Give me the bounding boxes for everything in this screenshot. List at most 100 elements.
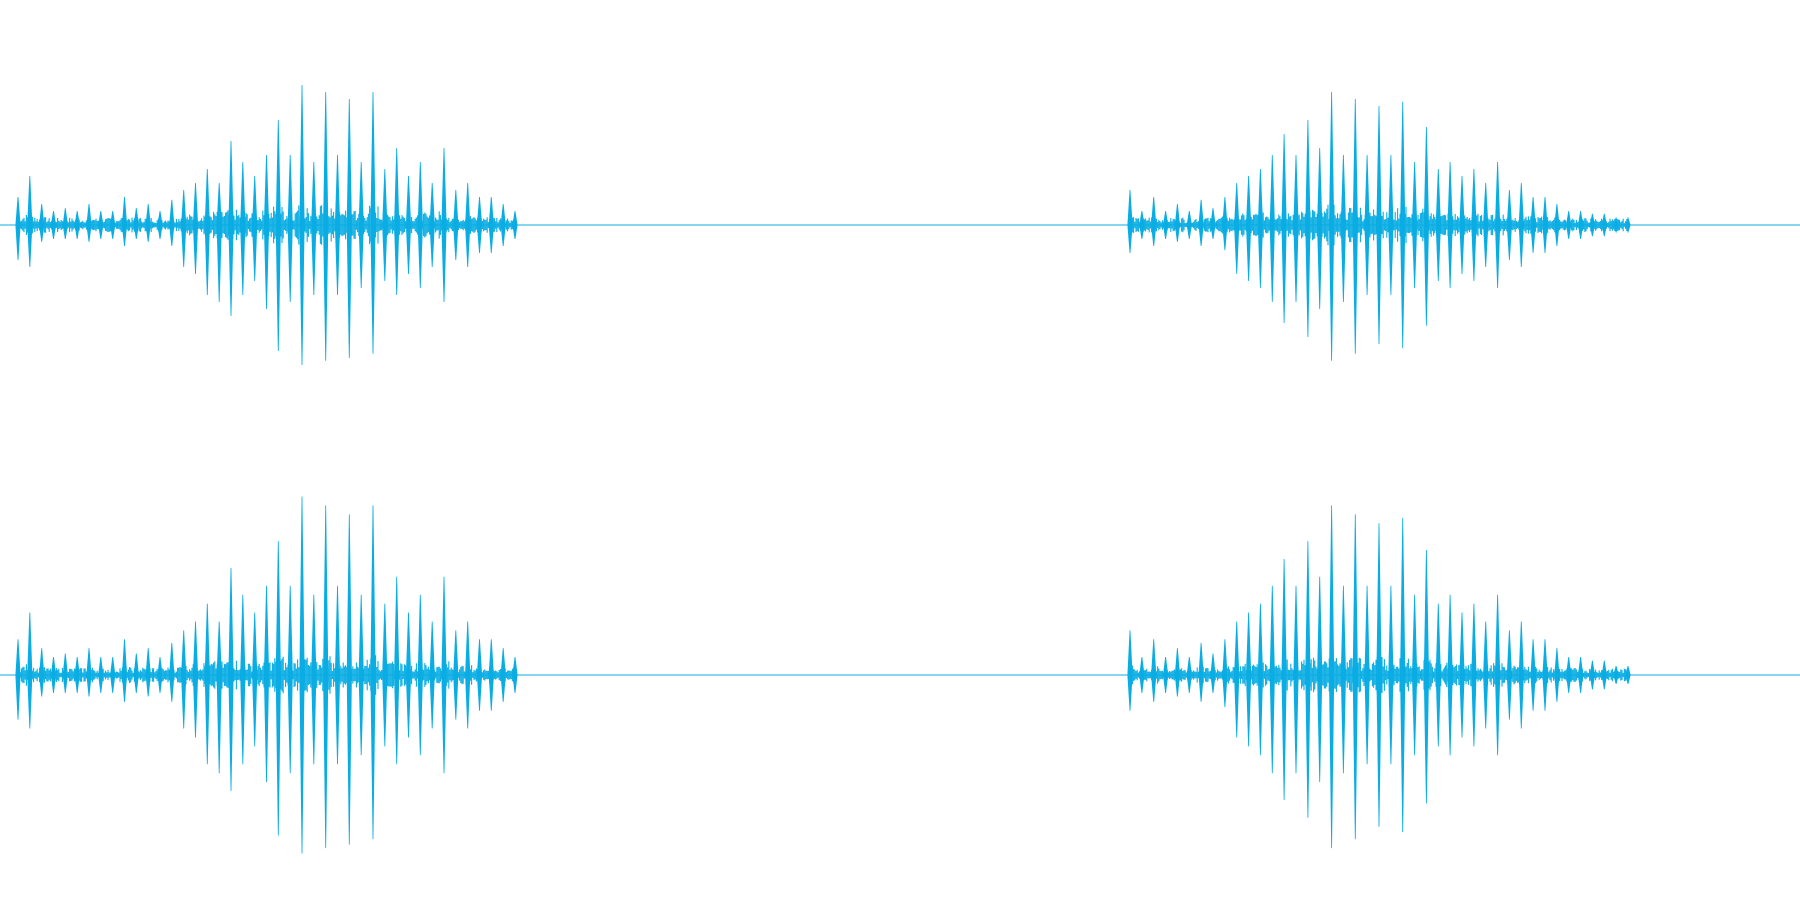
waveform-peak	[287, 585, 293, 774]
waveform-peak	[1388, 585, 1394, 765]
waveform-peak	[1222, 196, 1228, 251]
waveform-peak	[405, 612, 412, 738]
waveform-peak	[145, 203, 151, 242]
waveform-peak	[1127, 189, 1133, 254]
waveform-peak	[358, 594, 364, 756]
waveform-peak	[192, 621, 199, 738]
waveform-peak	[62, 653, 68, 693]
waveform-peak	[476, 196, 483, 254]
waveform-peak	[1198, 199, 1204, 247]
waveform-peak	[133, 208, 139, 240]
waveform-peak	[441, 576, 447, 774]
waveform-peak	[1234, 621, 1240, 738]
waveform-peak	[1625, 666, 1631, 684]
waveform-peak	[512, 657, 518, 693]
waveform-peak	[110, 210, 116, 240]
waveform-peak	[1494, 161, 1501, 289]
waveform-peak	[1352, 98, 1358, 354]
waveform-peak	[1340, 154, 1347, 303]
waveform-peak	[1447, 161, 1453, 289]
waveform-peak	[121, 196, 128, 247]
waveform-peak	[145, 648, 151, 697]
waveform-peak	[512, 210, 518, 240]
waveform-peak	[169, 642, 175, 702]
waveform-peak	[1257, 603, 1264, 756]
waveform-peak	[98, 210, 104, 240]
waveform-peak	[1127, 630, 1133, 711]
waveform-peak	[86, 203, 92, 242]
waveform-peak	[50, 210, 57, 240]
waveform-peak	[1269, 585, 1275, 774]
waveform-peak	[216, 621, 222, 774]
waveform-peak	[1364, 585, 1370, 765]
waveform-peak	[382, 168, 388, 282]
waveform-peak	[1483, 182, 1489, 268]
waveform-peak	[121, 639, 128, 702]
second-burst	[1127, 505, 1631, 849]
waveform-peak	[27, 175, 33, 268]
waveform-peak	[1447, 594, 1453, 756]
waveform-peak	[1423, 126, 1430, 326]
waveform-peak	[1281, 133, 1287, 324]
waveform-peak	[405, 175, 412, 275]
waveform-peak	[1376, 105, 1382, 345]
waveform-peak	[15, 639, 21, 720]
waveform-peak	[62, 208, 68, 240]
waveform-peak	[334, 585, 341, 765]
waveform-peak	[1518, 182, 1524, 268]
waveform-peak	[216, 182, 222, 303]
waveform-peak	[370, 505, 376, 840]
waveform-peak	[1542, 639, 1548, 711]
waveform-peak	[1186, 657, 1192, 693]
waveform-peak	[394, 147, 400, 296]
waveform-peak	[1483, 621, 1489, 729]
first-burst	[15, 496, 518, 854]
waveform-peak	[1376, 523, 1382, 827]
waveform-peak	[1589, 213, 1596, 237]
waveform-peak	[169, 199, 175, 247]
waveform-peak	[1506, 630, 1513, 720]
waveform-peak	[1210, 208, 1216, 240]
waveform-peak	[192, 182, 199, 275]
waveform-peak	[1530, 639, 1536, 711]
waveform-peak	[465, 182, 471, 268]
waveform-peak	[228, 567, 234, 792]
waveform-peak	[204, 168, 210, 296]
waveform-peak	[488, 196, 494, 254]
waveform-peak	[39, 648, 45, 697]
waveform-peak	[1340, 585, 1347, 774]
waveform-peak	[275, 541, 281, 836]
waveform-peak	[1305, 541, 1311, 818]
waveform-peak	[417, 161, 423, 289]
waveform-peak	[1174, 648, 1181, 697]
waveform-peak	[1257, 168, 1264, 289]
waveform-peak	[1542, 196, 1548, 254]
waveform-peak	[1151, 639, 1157, 702]
waveform-peak	[1400, 101, 1406, 349]
waveform-peak	[1293, 585, 1299, 774]
waveform-peak	[98, 657, 104, 693]
waveform-peak	[263, 585, 270, 783]
waveform-peak	[346, 514, 352, 845]
waveform-peak	[1423, 549, 1430, 804]
waveform-peak	[133, 653, 139, 693]
waveform-peak	[1435, 168, 1441, 282]
waveform-peak	[1530, 196, 1536, 254]
waveform-peak	[240, 161, 246, 296]
waveform-peak	[1589, 660, 1596, 690]
waveform-peak	[311, 161, 317, 296]
waveform-peak	[370, 91, 376, 354]
waveform-peak	[1388, 154, 1394, 296]
waveform-peak	[323, 91, 329, 361]
waveform-peak	[252, 612, 258, 747]
waveform-peak	[1317, 576, 1323, 783]
waveform-peak	[1198, 642, 1204, 702]
waveform-peak	[1234, 182, 1240, 275]
waveform-peak	[1186, 210, 1192, 240]
waveform-peak	[1281, 558, 1287, 801]
waveform-peak	[1269, 154, 1275, 303]
waveform-peak	[181, 630, 187, 729]
waveform-peak	[488, 639, 494, 711]
waveform-peak	[263, 154, 270, 310]
